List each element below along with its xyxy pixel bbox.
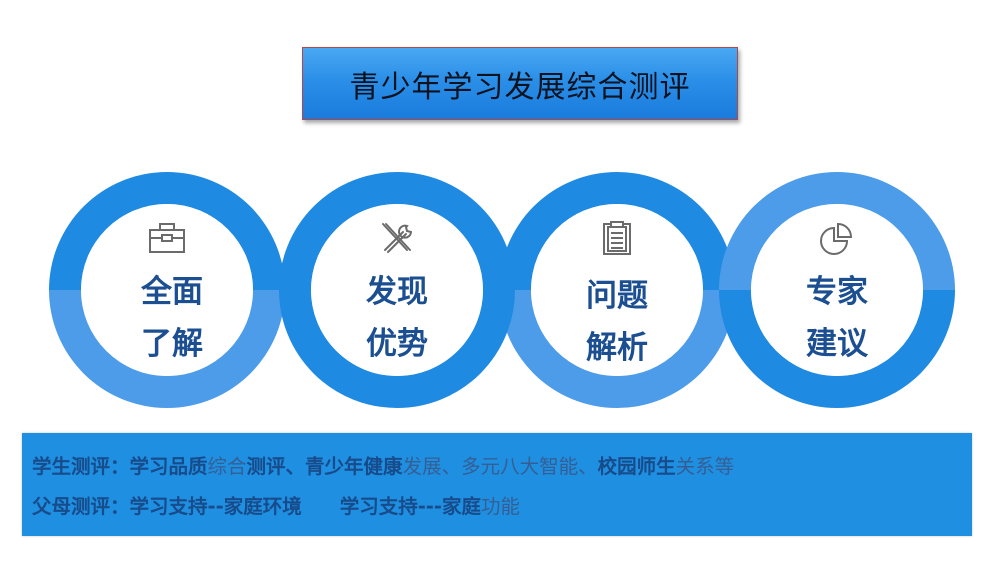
tools-icon xyxy=(377,220,417,256)
circle-1-line2: 了解 xyxy=(141,326,203,362)
parent-item2-rest: 功能 xyxy=(480,495,520,518)
circle-4-label: 专家 建议 xyxy=(757,266,917,370)
pie-chart-icon xyxy=(817,220,857,256)
circle-4-line1: 专家 xyxy=(806,274,868,310)
student-seg2: 综合 xyxy=(207,455,247,478)
circle-3-line2: 解析 xyxy=(586,330,648,366)
title-banner: 青少年学习发展综合测评 xyxy=(302,47,738,120)
parent-label: 父母测评： xyxy=(32,495,130,518)
student-seg6: 关系等 xyxy=(675,455,735,478)
clipboard-icon xyxy=(597,220,637,256)
ring-4 xyxy=(719,172,955,408)
circle-2-label: 发现 优势 xyxy=(317,266,477,370)
parent-item2: 学习支持---家庭 xyxy=(339,495,481,518)
student-seg4: 发展、多元八大智能、 xyxy=(402,455,598,478)
student-seg3: 测评、青少年健康 xyxy=(246,455,403,478)
circle-2-line1: 发现 xyxy=(366,274,428,310)
page-title: 青少年学习发展综合测评 xyxy=(349,69,691,105)
circle-1-label: 全面 了解 xyxy=(92,266,252,370)
circle-1-line1: 全面 xyxy=(141,274,203,310)
assessment-banner: 学生测评：学习品质综合测评、青少年健康发展、多元八大智能、校园师生关系等 父母测… xyxy=(22,433,972,536)
circle-3-line1: 问题 xyxy=(586,278,648,314)
ring-1 xyxy=(49,172,285,408)
toolbox-icon xyxy=(147,220,187,256)
student-label: 学生测评： xyxy=(32,455,130,478)
student-assessment-line: 学生测评：学习品质综合测评、青少年健康发展、多元八大智能、校园师生关系等 xyxy=(32,447,972,487)
circle-3-label: 问题 解析 xyxy=(537,270,697,374)
student-seg1: 学习品质 xyxy=(129,455,208,478)
ring-2 xyxy=(279,172,515,408)
student-seg5: 校园师生 xyxy=(597,455,676,478)
parent-item1: 学习支持--家庭环境 xyxy=(129,495,302,518)
circle-4-line2: 建议 xyxy=(806,326,868,362)
rings-diagram xyxy=(49,172,955,408)
circle-2-line2: 优势 xyxy=(366,326,428,362)
parent-assessment-line: 父母测评：学习支持--家庭环境 学习支持---家庭功能 xyxy=(32,487,972,527)
ring-3 xyxy=(499,172,735,408)
